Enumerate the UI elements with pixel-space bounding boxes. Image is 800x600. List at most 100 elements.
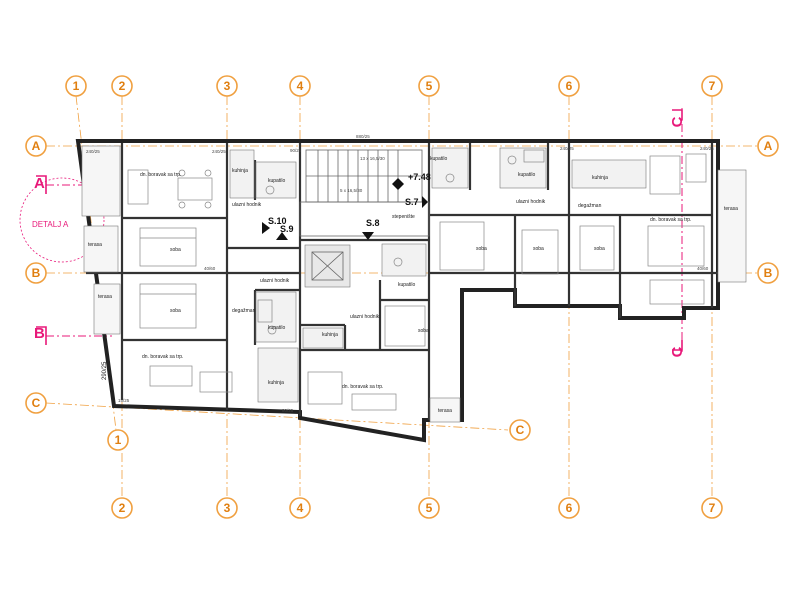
dim-1: 240/25: [86, 149, 100, 154]
axis-bubble-5-top: [418, 75, 440, 97]
landing: [299, 201, 430, 237]
room-label-bedroom-2: soba: [170, 308, 181, 314]
dim-2: 240/25: [212, 149, 226, 154]
room-label-bath-5: kupatilo: [518, 172, 535, 178]
bed-2: [139, 283, 197, 329]
room-label-hall-1: ulazni hodnik: [232, 202, 262, 208]
dim-7: 80/25: [282, 408, 294, 413]
axis-label-2-bot: 2: [119, 501, 126, 515]
room-label-bedroom-4: soba: [476, 246, 487, 252]
room-label-bath-2: kupatilo: [268, 325, 285, 331]
section-label-c-bot: C: [669, 346, 686, 357]
axis-bubble-C-left: [25, 392, 47, 414]
dim-6: 40/60: [697, 266, 709, 271]
tile-bath-2: [255, 291, 297, 343]
axis-label-3-top: 3: [224, 79, 231, 93]
marker-triangle-s9: [276, 232, 288, 240]
axis-label-1-bot: 1: [115, 433, 122, 447]
room-label-dressing-2: degažman: [578, 203, 602, 209]
toilet-3: [393, 257, 403, 267]
section-lines: A B C C: [34, 108, 686, 357]
room-label-kitchen-3: kuhinja: [268, 380, 284, 386]
bed-1: [139, 227, 197, 267]
axis-label-6-bot: 6: [566, 501, 573, 515]
axis-label-5-bot: 5: [426, 501, 433, 515]
axis-label-A-left: A: [32, 139, 41, 153]
axis-bubble-3-top: [216, 75, 238, 97]
room-label-terrace-4: terasa: [724, 206, 738, 212]
dim-bot-left: 15/25: [118, 398, 130, 403]
toilet-5: [507, 155, 517, 165]
tub-1: [257, 299, 273, 323]
section-arrow-b: [36, 326, 47, 345]
axis-label-2-top: 2: [119, 79, 126, 93]
detail-circle: [19, 177, 105, 263]
chair-1c: [178, 201, 186, 209]
tile-kitchen-1: [229, 149, 255, 199]
section-label-c-top: C: [669, 116, 686, 127]
building: [75, 139, 720, 443]
table-4: [685, 153, 707, 183]
bed-6: [579, 225, 615, 271]
tub-2: [523, 149, 545, 163]
marker-triangle-s8: [362, 232, 374, 240]
tile-kitchen-3: [302, 327, 344, 349]
tile-bath-3: [381, 243, 427, 277]
room-label-living-3: dn. boravak sa trp.: [342, 384, 383, 390]
tile-terrace-right: [717, 169, 747, 283]
section-label-b: B: [34, 325, 45, 342]
axis-bubble-B-right: [757, 262, 779, 284]
room-label-kitchen-1: kuhinja: [232, 168, 248, 174]
room-label-hall-2: ulazni hodnik: [260, 278, 290, 284]
dim-left-vert: 290/25: [102, 361, 108, 380]
dim-3: 240/25: [560, 146, 574, 151]
tile-kitchen-4: [571, 159, 647, 189]
tile-terrace-left: [83, 225, 119, 273]
tile-terrace-top-left: [81, 145, 121, 217]
room-label-terrace-1: terasa: [88, 242, 102, 248]
mark-s9: S.9: [280, 224, 294, 234]
axis-bubble-7-top: [701, 75, 723, 97]
room-label-hall-4: ulazni hodnik: [516, 199, 546, 205]
tile-kitchen-2: [257, 347, 299, 403]
sofa-1: [127, 169, 149, 205]
axis-label-7-top: 7: [709, 79, 716, 93]
room-label-dressing-1: degažman: [232, 308, 256, 314]
mark-s8: S.8: [366, 218, 380, 228]
room-label-bath-4: kupatilo: [430, 156, 447, 162]
sofa-2: [149, 365, 193, 387]
axis-label-6-top: 6: [566, 79, 573, 93]
room-label-living-1: dn. boravak sa trp.: [140, 172, 181, 178]
elevator-car: [311, 251, 344, 281]
axis-label-5-top: 5: [426, 79, 433, 93]
axis-bubble-6-bot: [558, 497, 580, 519]
section-arrow-a: [36, 175, 47, 194]
axis-bubble-6-top: [558, 75, 580, 97]
room-label-living-2: dn. boravak sa trp.: [142, 354, 183, 360]
elevator-cross-2: [311, 251, 344, 281]
tile-bath-5: [499, 147, 547, 189]
tile-bath-1: [255, 161, 297, 199]
axis-label-4-top: 4: [297, 79, 304, 93]
axis-label-B-left: B: [32, 266, 41, 280]
chair-1d: [204, 201, 212, 209]
tile-areas: [81, 145, 747, 423]
room-label-terrace-3: terasa: [438, 408, 452, 414]
axis-bubble-1-top: [65, 75, 87, 97]
dim-stair-bot: 5 x 16,5/30: [340, 188, 363, 193]
axis-bubble-C-right: [509, 419, 531, 441]
axis-label-B-right: B: [764, 266, 773, 280]
room-label-stairs: stepenište: [392, 214, 415, 220]
axis-bubble-5-bot: [418, 497, 440, 519]
toilet-4: [445, 173, 455, 183]
table-1: [177, 177, 213, 201]
dimensions: 880/25 240/25 240/25 240/25 240/25 40/60…: [86, 134, 714, 413]
room-label-bath-1: kupatilo: [268, 178, 285, 184]
section-arrow-c-bot: [672, 340, 683, 351]
marker-triangle-s10: [262, 222, 270, 234]
sofa-3: [307, 371, 343, 405]
axis-label-3-bot: 3: [224, 501, 231, 515]
axis-bubble-3-bot: [216, 497, 238, 519]
room-label-kitchen-2: kuhinja: [322, 332, 338, 338]
room-label-kitchen-4: kuhinja: [592, 175, 608, 181]
